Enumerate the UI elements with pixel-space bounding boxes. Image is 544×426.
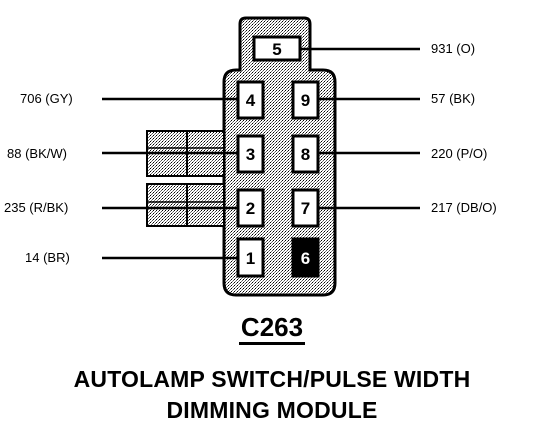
wire-label-pin-7: 217 (DB/O)	[431, 200, 497, 215]
pin-cavity-6: 6	[291, 237, 320, 278]
pin-number: 3	[246, 145, 255, 164]
pin-number: 4	[246, 91, 256, 110]
pin-cavity-7: 7	[291, 188, 320, 228]
pin-number: 1	[246, 249, 255, 268]
wire-label-pin-1: 14 (BR)	[25, 250, 70, 265]
wire-label-pin-4: 706 (GY)	[20, 91, 73, 106]
pin-number: 7	[301, 199, 310, 218]
pin-number: 6	[301, 249, 310, 268]
pin-cavity-4: 4	[236, 80, 265, 120]
connector-title: AUTOLAMP SWITCH/PULSE WIDTH DIMMING MODU…	[0, 364, 544, 426]
wire-label-pin-5: 931 (O)	[431, 41, 475, 56]
pin-cavity-1: 1	[236, 237, 265, 278]
connector-id-text: C263	[238, 312, 306, 345]
pin-number: 8	[301, 145, 310, 164]
pin-number: 2	[246, 199, 255, 218]
pin-cavity-3: 3	[236, 134, 265, 174]
pin-cavity-2: 2	[236, 188, 265, 228]
connector-title-line-2: DIMMING MODULE	[166, 397, 378, 423]
pin-cavity-8: 8	[291, 134, 320, 174]
connector-latch-lower	[146, 183, 225, 227]
pin-cavity-5: 5	[252, 35, 302, 62]
wire-label-pin-2: 235 (R/BK)	[4, 200, 68, 215]
pin-number: 9	[301, 91, 310, 110]
pin-number: 5	[272, 40, 281, 59]
wire-label-pin-3: 88 (BK/W)	[7, 146, 67, 161]
wire-leaders	[102, 47, 420, 260]
wire-label-pin-9: 57 (BK)	[431, 91, 475, 106]
wire-label-pin-8: 220 (P/O)	[431, 146, 487, 161]
connector-title-line-1: AUTOLAMP SWITCH/PULSE WIDTH	[73, 366, 471, 392]
pin-cavity-9: 9	[291, 80, 320, 120]
connector-id: C263	[0, 312, 544, 345]
